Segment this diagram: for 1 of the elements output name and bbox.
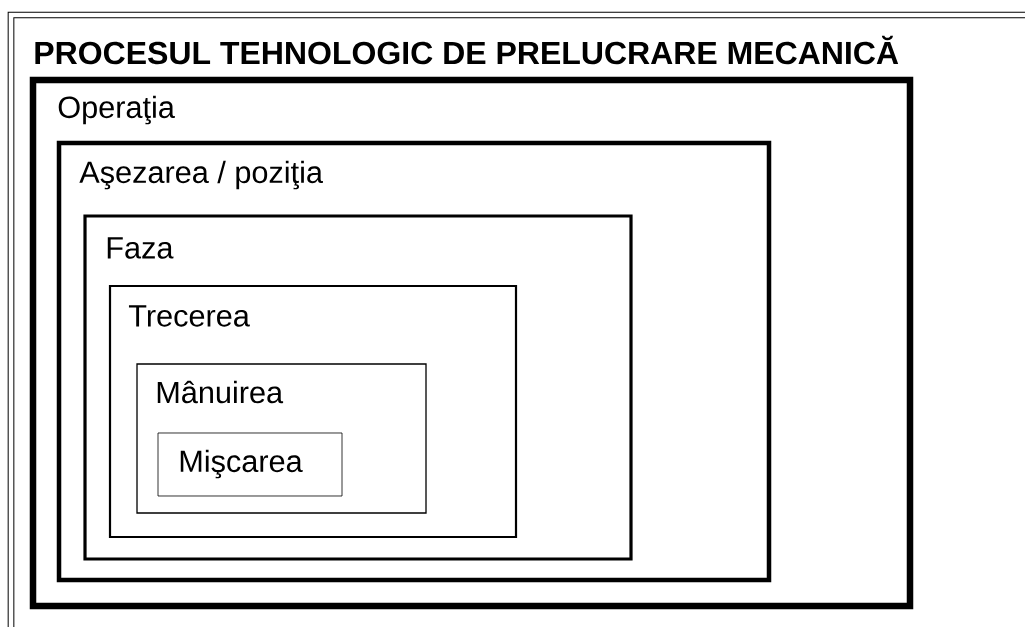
nested-box: Mişcarea <box>157 432 343 497</box>
